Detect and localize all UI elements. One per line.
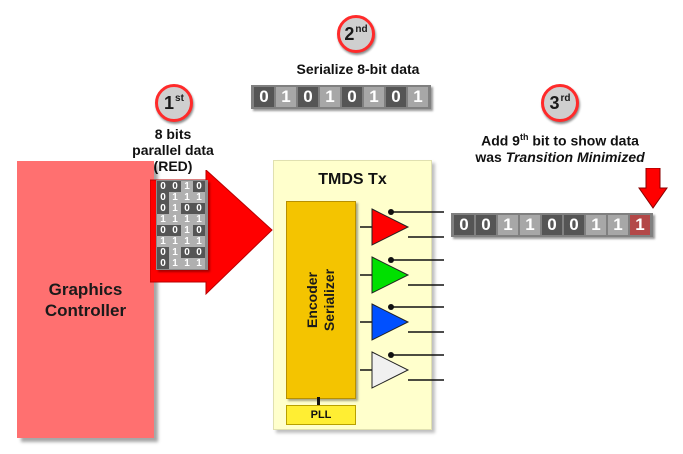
step-3-suffix: rd: [560, 92, 571, 104]
parallel-bit: 0: [157, 181, 169, 192]
driver-red: [360, 208, 444, 246]
parallel-bit: 1: [193, 236, 205, 247]
step-1-suffix: st: [175, 92, 184, 104]
parallel-bit: 0: [157, 247, 169, 258]
step-1-number: 1: [164, 92, 175, 113]
driver-clock: [360, 351, 444, 389]
step-3-caption-sup: th: [519, 132, 529, 142]
parallel-bit: 1: [181, 236, 193, 247]
graphics-controller-block: Graphics Controller: [17, 161, 154, 438]
serial-bit: 1: [608, 215, 628, 235]
parallel-bit: 0: [157, 258, 169, 269]
encoder-serializer-label: Encoder Serializer: [304, 269, 338, 331]
parallel-bit: 0: [193, 247, 205, 258]
parallel-bit: 1: [169, 247, 181, 258]
step-1-caption-line3: (RED): [153, 158, 193, 174]
parallel-bit: 0: [181, 247, 193, 258]
step-2-number: 2: [344, 23, 355, 44]
tmds-title: TMDS Tx: [318, 171, 387, 188]
parallel-bit: 1: [157, 236, 169, 247]
serial-bit: 0: [298, 87, 318, 107]
parallel-bit: 0: [193, 203, 205, 214]
pll-block: PLL: [286, 405, 356, 425]
step-2-suffix: nd: [355, 23, 368, 35]
parallel-bit: 1: [193, 214, 205, 225]
step-1-caption-line1: 8 bits: [154, 126, 192, 142]
encoder-serializer-block: Encoder Serializer: [286, 201, 356, 399]
serial-bit: 1: [276, 87, 296, 107]
graphics-controller-label: Graphics Controller: [44, 279, 127, 320]
serial-bit: 1: [586, 215, 606, 235]
serial-bit: 0: [476, 215, 496, 235]
parallel-bit: 1: [169, 192, 181, 203]
serial-bit: 0: [342, 87, 362, 107]
parallel-bit: 0: [157, 203, 169, 214]
parallel-bit: 1: [181, 258, 193, 269]
down-arrow-shape: [638, 168, 668, 209]
serial-bit: 0: [254, 87, 274, 107]
step-3-caption: Add 9th bit to show data was Transition …: [455, 129, 665, 165]
serial-bit: 1: [408, 87, 428, 107]
serial-bit: 0: [542, 215, 562, 235]
step-3-caption-b: bit to show data: [528, 132, 639, 149]
serial-bit: 1: [520, 215, 540, 235]
encoder-label-line2: Serializer: [320, 268, 337, 332]
tmds-tx-block: TMDS Tx Encoder Serializer PLL: [273, 160, 432, 430]
serial-bit: 1: [320, 87, 340, 107]
driver-green: [360, 256, 444, 294]
step-3-caption-line2-prefix: was: [475, 148, 506, 165]
parallel-bit: 1: [193, 192, 205, 203]
parallel-bit: 0: [169, 225, 181, 236]
parallel-bit: 1: [169, 214, 181, 225]
ninth-bit-down-arrow: [638, 168, 668, 209]
step-3-caption-a: Add 9: [481, 132, 520, 149]
pll-connector: [317, 397, 320, 405]
serial-bit: 0: [564, 215, 584, 235]
parallel-bit: 0: [157, 192, 169, 203]
serial-bit: 0: [454, 215, 474, 235]
parallel-bit: 0: [157, 225, 169, 236]
parallel-bit: 1: [193, 258, 205, 269]
parallel-bit: 0: [181, 203, 193, 214]
parallel-bit: 1: [181, 181, 193, 192]
parallel-bit: 0: [193, 225, 205, 236]
encoder-label-line1: Encoder: [303, 271, 320, 329]
ninth-bit: 1: [630, 215, 650, 235]
serial-bit: 1: [364, 87, 384, 107]
parallel-bit: 1: [169, 236, 181, 247]
serial-bit: 1: [498, 215, 518, 235]
parallel-bit: 1: [181, 225, 193, 236]
parallel-bit: 1: [169, 203, 181, 214]
parallel-bit: 1: [157, 214, 169, 225]
parallel-bit: 1: [169, 258, 181, 269]
step-1-caption: 8 bits parallel data (RED): [118, 126, 228, 174]
driver-blue: [360, 303, 444, 341]
step-1-caption-line2: parallel data: [132, 142, 214, 158]
tmds-drivers: [360, 208, 444, 389]
parallel-bit: 0: [193, 181, 205, 192]
step-2-caption: Serialize 8-bit data: [296, 61, 420, 77]
parallel-bit: 1: [181, 214, 193, 225]
parallel-bit: 0: [169, 181, 181, 192]
serial-bit: 0: [386, 87, 406, 107]
step-3-number: 3: [549, 92, 560, 113]
parallel-bit: 1: [181, 192, 193, 203]
step-3-caption-line2-italic: Transition Minimized: [505, 148, 645, 165]
